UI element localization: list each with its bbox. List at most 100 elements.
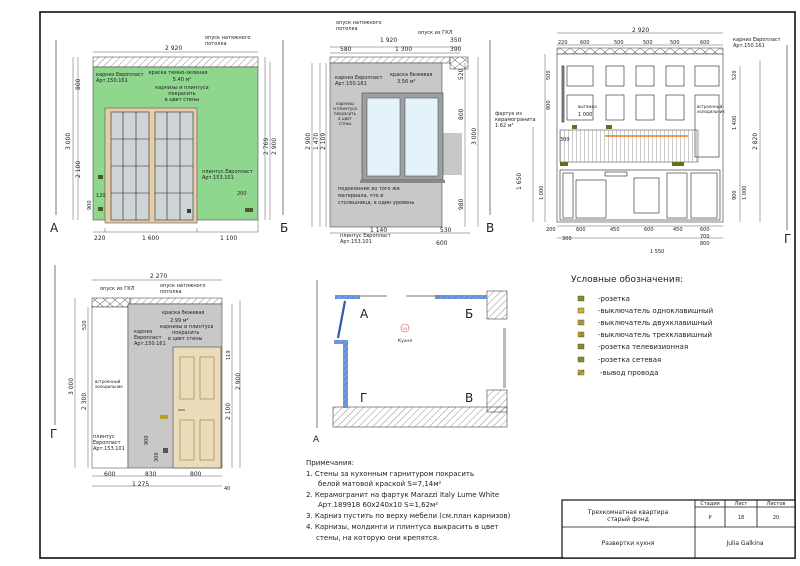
door-leaf (336, 300, 347, 339)
dim: 600 (700, 227, 710, 233)
notes-title: Примечания: (306, 459, 354, 467)
fridge-label: холодильник (697, 109, 725, 114)
dim: 530 (440, 227, 452, 234)
note-line: белой матовой краской S=7,14м² (318, 480, 442, 488)
corner-a: А (360, 307, 369, 321)
dim: 500 (670, 40, 680, 46)
project-name: Трехкомнатная квартира (587, 509, 669, 516)
paint-note: в цвет стены (168, 336, 202, 342)
dim: 2 820 (752, 133, 759, 150)
switch-icon (187, 209, 191, 213)
dim: 580 (340, 46, 352, 53)
dim: 3 000 (471, 128, 478, 145)
legend-item: -розетка (577, 295, 630, 303)
legend-item: -розетка телевизионная (577, 343, 688, 351)
gkl-drop (449, 56, 469, 70)
sheet-frame (39, 11, 796, 559)
dim: 800 (458, 108, 465, 120)
paint-area: 5.40 м² (173, 77, 192, 83)
ceiling-drop (92, 56, 259, 68)
sill-note: столешница, в один уровень (338, 200, 414, 206)
window-plan (503, 328, 506, 388)
dim: 1 600 (142, 235, 159, 242)
fridge-label: холодильник (95, 384, 123, 389)
dim: 520 (458, 68, 465, 80)
section-mark-g: Г (784, 232, 791, 246)
dim: 600 (700, 40, 710, 46)
gkl-note: опуск из ГКЛ (418, 30, 453, 36)
wall-hatched (486, 389, 508, 413)
tv-socket-icon (577, 343, 585, 350)
ceiling-drop (556, 47, 724, 55)
switch-icon (160, 415, 168, 419)
legend-item: -выключатель одноклавишный (577, 307, 713, 315)
dim: 800 (546, 100, 552, 110)
corner-g: Г (360, 391, 367, 405)
dim: 200 (237, 191, 247, 197)
project-name: старый фонд (607, 516, 649, 523)
partition (435, 295, 487, 299)
section-mark-b: Б (280, 221, 288, 235)
cornice-article: Арт.150.161 (134, 341, 166, 347)
dim: 2 100 (75, 161, 82, 178)
dimension-lines (532, 32, 761, 239)
ceiling-note: опуск натяжного (205, 35, 250, 41)
partition (335, 295, 360, 299)
dim: 1 000 (578, 112, 592, 118)
window-sill (360, 180, 445, 183)
note-line: стены, на которую они крепятся. (316, 534, 439, 542)
kitchen-plan: 05 Кухня А Б Г В А (313, 280, 508, 445)
dim: 1 300 (395, 46, 412, 53)
wall-hatched (332, 406, 508, 428)
legend-label: -розетка телевизионная (598, 343, 688, 351)
dim: 450 (610, 227, 620, 233)
dim: 800 (700, 241, 710, 247)
dimension-lines (74, 279, 241, 487)
socket-icon (163, 448, 168, 453)
dim: 520 (82, 320, 88, 330)
paint-note: в цвет стены (165, 97, 199, 103)
paint-note: карнизы и плинтуса (160, 324, 213, 330)
note-line: 2. Керамогранит на фартук Marazzi Italy … (306, 491, 499, 499)
cornice-label: Европласт (134, 335, 162, 341)
ceiling-note: опуск натяжного (336, 20, 381, 26)
socket-icon (560, 162, 568, 166)
dim: 120 (96, 193, 106, 199)
elevation-v: 2 920 220 600 500 500 500 600 карниз Евр… (495, 27, 791, 255)
cornice-article: Арт.150.161 (733, 43, 765, 49)
note-line: 3. Карниз пустить по верху мебели (см.пл… (306, 512, 511, 520)
section-mark-v: В (486, 221, 494, 235)
switch-single-icon (577, 307, 585, 314)
room-number-marker (400, 323, 410, 333)
dim: 390 (450, 46, 462, 53)
corner-v: В (465, 391, 473, 405)
dim: 2 900 (271, 138, 278, 155)
dim-width: 2 920 (165, 45, 182, 52)
glazed-door-right (154, 111, 194, 221)
dim: 40 (224, 486, 230, 492)
sill-note: подоконник из того же (338, 186, 400, 192)
dim: 1 000 (539, 186, 545, 200)
dim: 2 100 (225, 403, 232, 420)
legend-item: -выключатель двухклавишный (577, 319, 712, 327)
window-pane-left (366, 97, 401, 177)
dim: 600 (576, 227, 586, 233)
socket-icon (98, 175, 103, 179)
dim: 450 (673, 227, 683, 233)
dim: 800 (190, 471, 202, 478)
ceiling-note: опуск натяжного (160, 283, 205, 289)
drawing-name: Развертки кухня (602, 540, 655, 547)
legend-item: -вывод провода (577, 369, 659, 377)
dim: 300 (562, 236, 572, 242)
ceiling-note: потолка (205, 41, 227, 47)
network-socket-icon (577, 356, 585, 363)
tile-apron (559, 129, 699, 163)
room-number: 05 (403, 327, 407, 331)
legend: Условные обозначения: -розетка -выключат… (571, 275, 713, 377)
elevation-b: опуск натяжного потолка опуск из ГКЛ 1 9… (305, 20, 494, 247)
room-name: Кухня (398, 338, 412, 344)
dim: 1 550 (650, 249, 664, 255)
sheet-value: 18 (738, 515, 744, 521)
dim: 1 140 (370, 227, 387, 234)
